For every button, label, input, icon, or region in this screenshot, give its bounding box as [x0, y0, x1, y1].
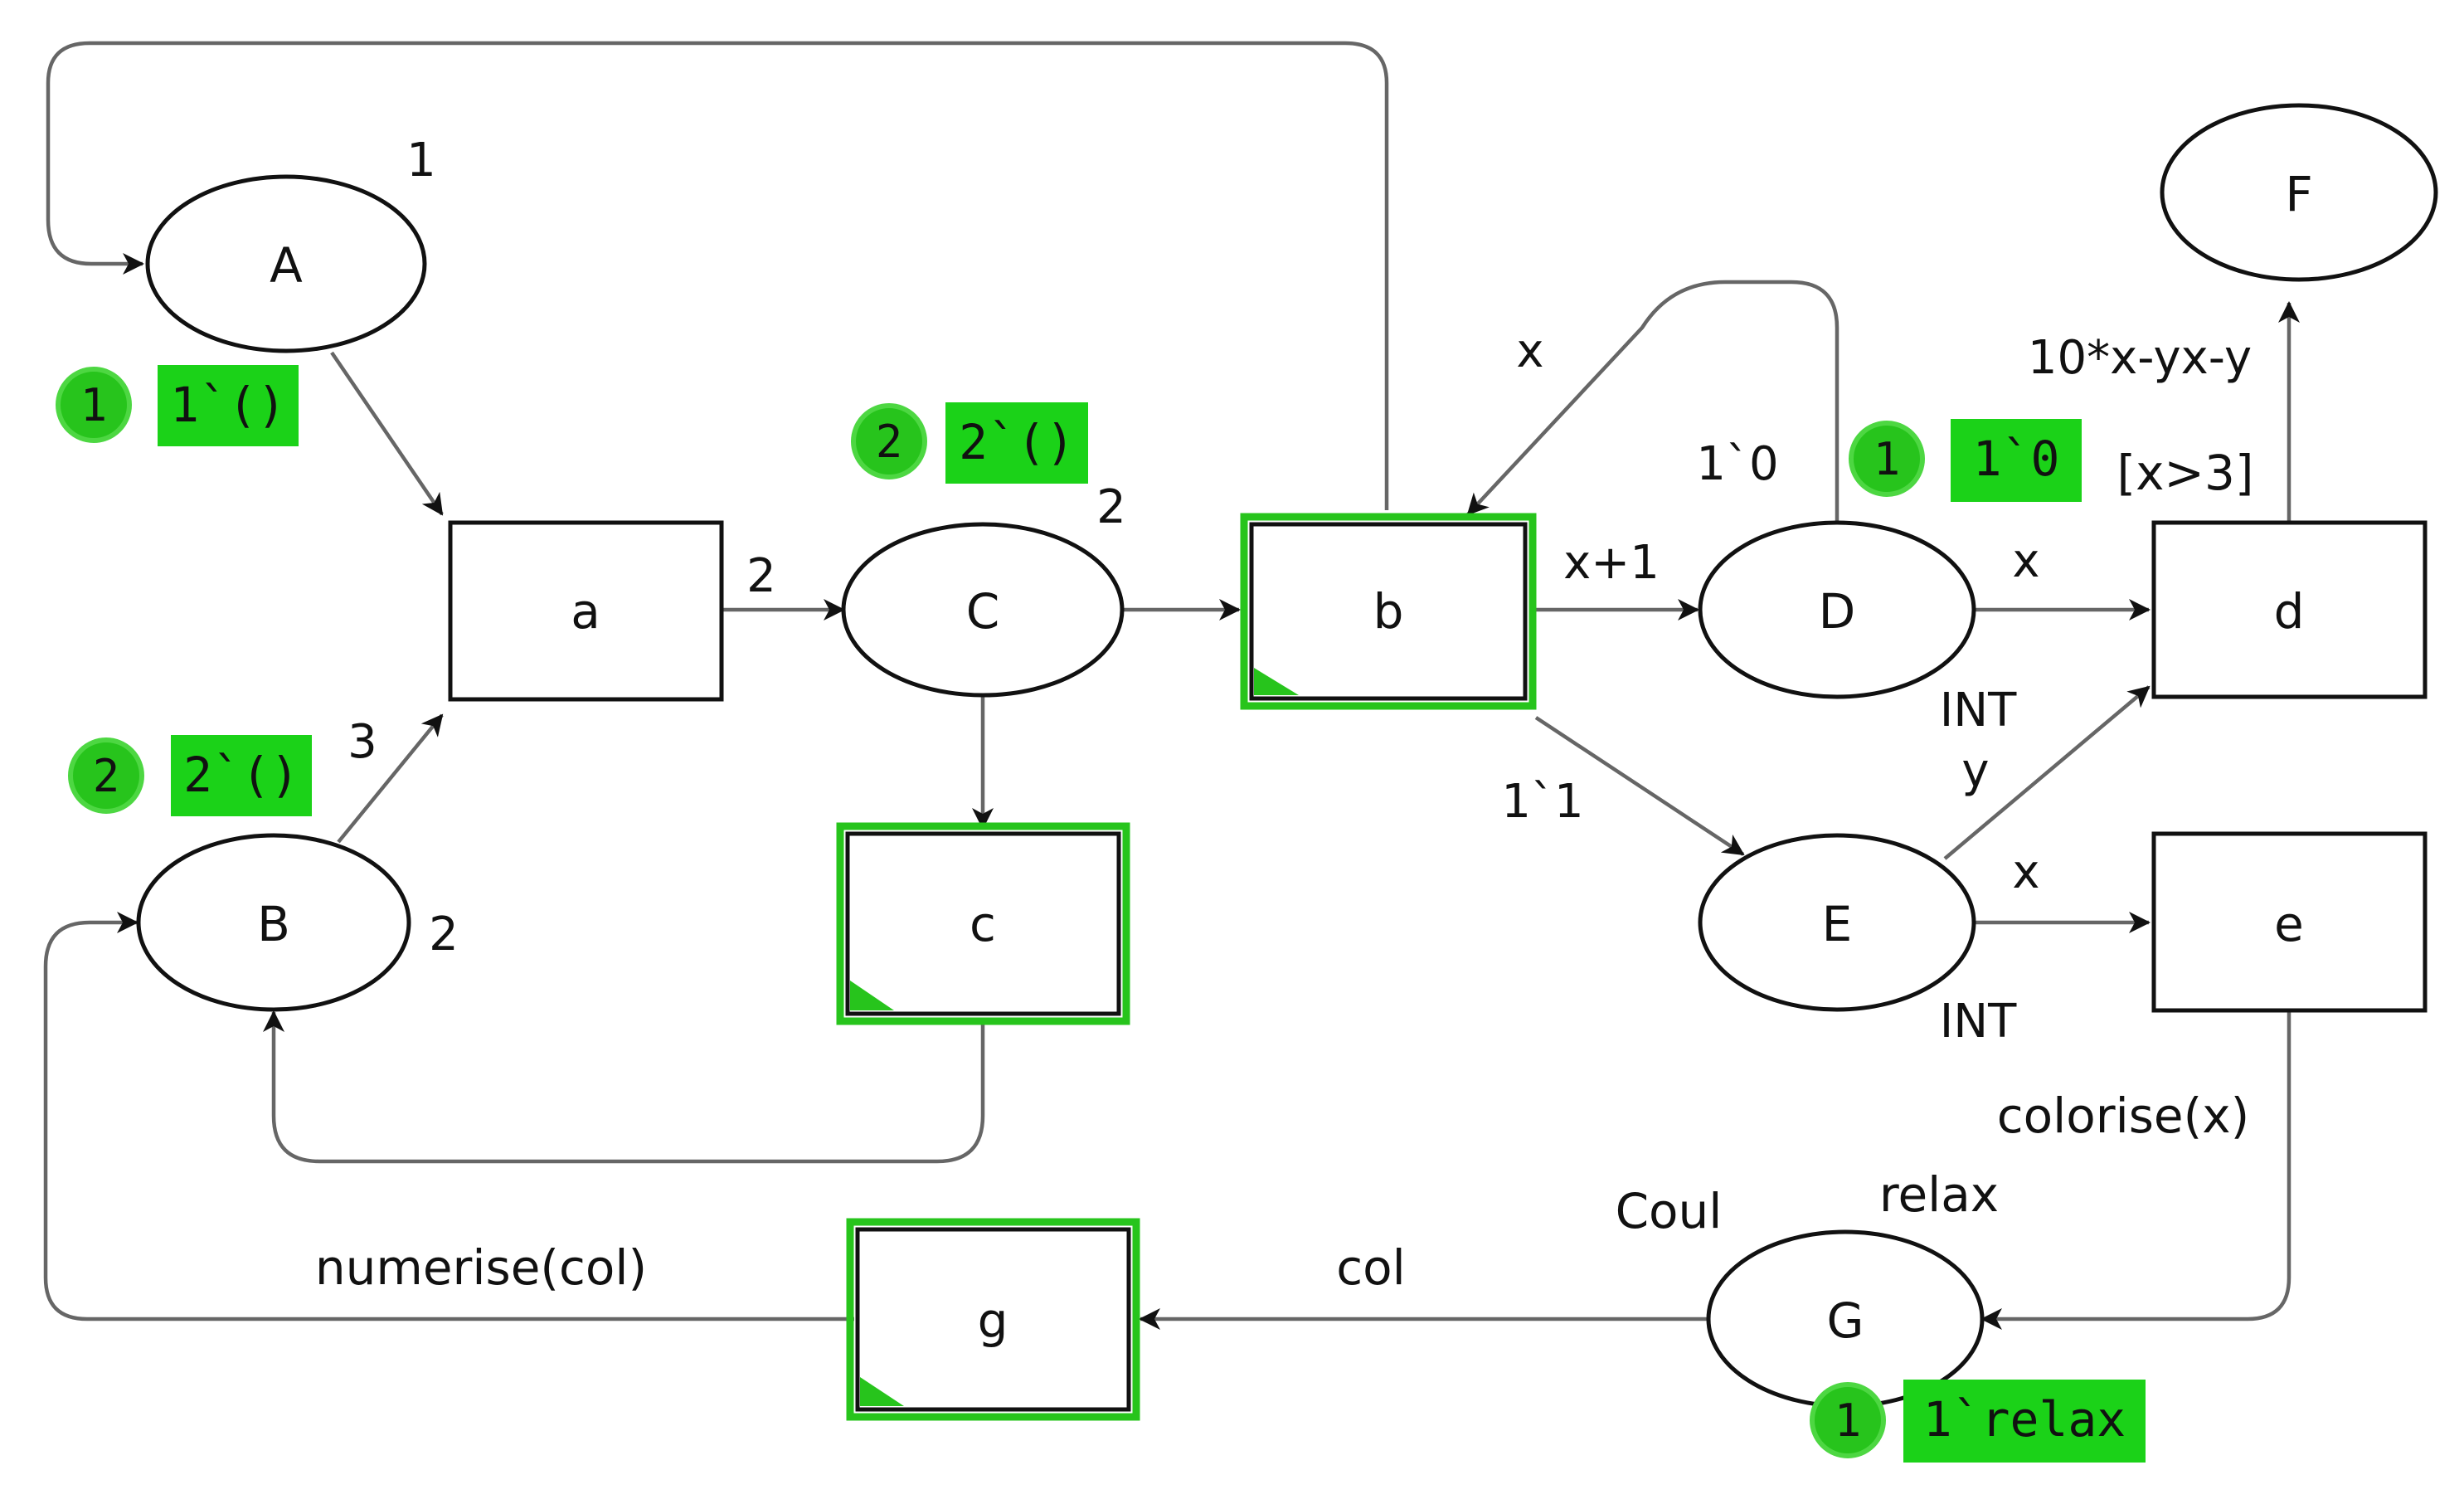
arc-b-to-E[interactable] — [1534, 716, 1745, 856]
arc-a-to-C-inscription: 2 — [746, 549, 776, 603]
marking-D-tokens-box — [1951, 419, 2082, 502]
marking-B[interactable]: 2 2`() — [68, 735, 312, 816]
place-A-name: A — [270, 237, 303, 294]
arc-b-to-E-inscription: 1`1 — [1501, 775, 1583, 829]
marking-D-tokens: 1`0 — [1973, 431, 2060, 487]
marking-A-count-circle — [56, 367, 132, 443]
arc-b-to-A[interactable] — [46, 41, 1389, 510]
transition-c-enabled-frame — [836, 822, 1130, 1025]
transition-a-name: a — [571, 583, 600, 640]
place-F[interactable] — [2160, 103, 2438, 282]
transition-b[interactable] — [1249, 522, 1528, 701]
arc-D-to-b-inscription: x — [1516, 324, 1543, 378]
arcs — [43, 41, 2300, 1330]
arc-G-to-g-inscription: col — [1336, 1239, 1406, 1296]
marking-D[interactable]: 1 1`0 — [1849, 419, 2082, 502]
place-D-name: D — [1819, 583, 1856, 640]
marking-G-tokens: 1`relax — [1923, 1391, 2126, 1448]
place-C-initial-marking: 2 — [1096, 480, 1126, 534]
transition-g-enabled-frame — [846, 1218, 1140, 1421]
arc-E-to-d[interactable] — [1943, 685, 2151, 860]
transition-e-name: e — [2274, 896, 2304, 952]
place-G-type: Coul — [1616, 1183, 1723, 1239]
arc-e-to-G[interactable] — [1980, 1010, 2291, 1330]
transition-b-enabled-frame — [1240, 513, 1537, 710]
place-G-initial-marking: relax — [1879, 1166, 1999, 1223]
place-C[interactable] — [841, 522, 1125, 698]
transition-d-guard: [x>3] — [2117, 445, 2253, 501]
place-D[interactable] — [1698, 520, 1976, 699]
place-B-name: B — [257, 896, 290, 952]
transition-a[interactable] — [448, 520, 724, 702]
marking-D-count-circle — [1849, 421, 1925, 497]
place-D-initial-marking: 1`0 — [1696, 437, 1778, 491]
current-markings: 1 1`() 2 2`() 2 2`() 1 1`0 1 1`relax — [56, 365, 2146, 1463]
marking-G-tokens-box — [1903, 1380, 2146, 1463]
transition-c-enabled-corner — [850, 981, 894, 1010]
arc-B-to-a-inscription: 3 — [347, 715, 377, 769]
place-B[interactable] — [136, 833, 411, 1012]
marking-G[interactable]: 1 1`relax — [1810, 1380, 2146, 1463]
transition-d[interactable] — [2151, 520, 2428, 699]
arc-c-to-B[interactable] — [263, 1010, 985, 1164]
arc-g-to-B[interactable] — [43, 912, 854, 1321]
marking-C-count: 2 — [876, 416, 903, 468]
transitions: a b c d e g [x>3] — [448, 445, 2428, 1421]
place-E-name: E — [1822, 896, 1853, 952]
place-F-name: F — [2285, 166, 2312, 222]
transition-b-enabled-corner — [1254, 668, 1299, 695]
transition-g[interactable] — [855, 1227, 1131, 1412]
marking-A-tokens-box — [158, 365, 299, 446]
arc-A-to-a[interactable] — [330, 351, 444, 516]
arc-D-to-d-inscription: x — [2012, 534, 2039, 588]
arc-g-to-B-inscription: numerise(col) — [315, 1239, 647, 1296]
marking-A[interactable]: 1 1`() — [56, 365, 299, 446]
arc-e-to-G-inscription: colorise(x) — [1997, 1088, 2249, 1144]
place-C-name: C — [966, 583, 1000, 640]
marking-B-tokens-box — [171, 735, 312, 816]
transition-c-name: c — [970, 896, 996, 952]
place-E-type-top: INT — [1940, 684, 2017, 737]
transition-g-name: g — [978, 1292, 1008, 1349]
marking-D-count: 1 — [1874, 433, 1901, 485]
place-A[interactable] — [145, 174, 427, 353]
marking-C-tokens: 2`() — [959, 414, 1075, 470]
transition-g-enabled-corner — [860, 1377, 904, 1406]
arc-b-to-D-inscription: x+1 — [1563, 536, 1660, 590]
marking-B-count: 2 — [93, 750, 120, 802]
marking-C[interactable]: 2 2`() — [851, 402, 1088, 484]
arc-D-to-b[interactable] — [1466, 280, 1839, 523]
marking-C-tokens-box — [945, 402, 1088, 484]
places: A B C D E F G 1 2 2 1`0 INT INT Coul rel… — [136, 103, 2438, 1409]
transition-d-name: d — [2274, 583, 2305, 640]
marking-C-count-circle — [851, 403, 927, 479]
arc-inscriptions: 2 3 x+1 x 1`1 x y x 10*x-yx-y colorise(x… — [315, 324, 2252, 1296]
marking-A-tokens: 1`() — [170, 377, 286, 433]
arc-E-to-e-inscription: x — [2012, 845, 2039, 899]
transition-e[interactable] — [2151, 831, 2428, 1013]
arc-B-to-a[interactable] — [337, 713, 444, 844]
transition-c[interactable] — [845, 831, 1121, 1016]
arc-E-to-d-inscription: y — [1961, 744, 1989, 798]
marking-G-count-circle — [1810, 1382, 1886, 1458]
place-A-initial-marking: 1 — [406, 134, 436, 187]
place-E[interactable] — [1698, 833, 1976, 1012]
marking-B-tokens: 2`() — [183, 747, 299, 803]
place-E-type-bottom: INT — [1940, 995, 2017, 1049]
marking-G-count: 1 — [1835, 1394, 1862, 1447]
arc-d-to-F-inscription: 10*x-yx-y — [2028, 331, 2252, 385]
place-G-name: G — [1827, 1292, 1864, 1349]
transition-b-name: b — [1373, 583, 1404, 640]
marking-A-count: 1 — [80, 379, 108, 431]
marking-B-count-circle — [68, 737, 144, 814]
place-B-initial-marking: 2 — [429, 908, 459, 961]
